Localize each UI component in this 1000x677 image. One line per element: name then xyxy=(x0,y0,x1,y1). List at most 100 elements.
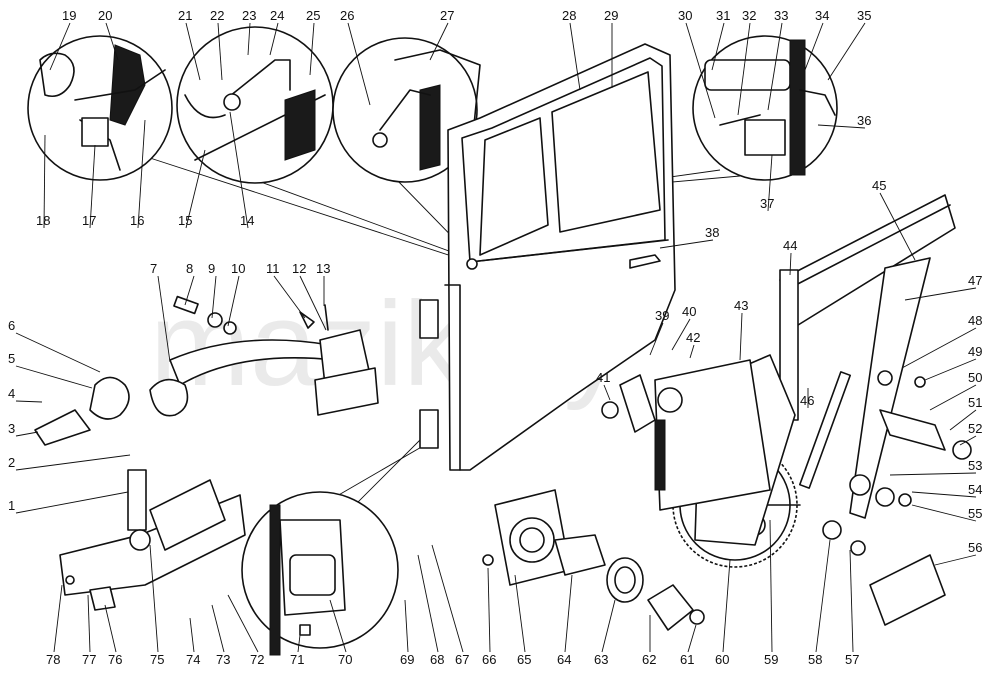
callout-leader-59 xyxy=(769,519,773,653)
callout-22: 22 xyxy=(210,8,224,23)
callout-23: 23 xyxy=(242,8,256,23)
callout-leader-66 xyxy=(487,567,491,653)
callout-10: 10 xyxy=(231,261,245,276)
callout-leader-23 xyxy=(247,22,251,56)
callout-leader-9 xyxy=(211,275,217,319)
callout-leader-4 xyxy=(15,400,43,403)
callout-leader-77 xyxy=(87,594,91,653)
callout-16: 16 xyxy=(130,213,144,228)
callout-73: 73 xyxy=(216,652,230,667)
callout-58: 58 xyxy=(808,652,822,667)
callout-leader-7 xyxy=(157,275,171,363)
callout-leader-57 xyxy=(849,549,854,653)
callout-56: 56 xyxy=(968,540,982,555)
callout-8: 8 xyxy=(186,261,193,276)
callout-leader-35 xyxy=(827,22,866,81)
callout-leader-73 xyxy=(211,604,225,653)
callout-leader-43 xyxy=(739,312,743,361)
callout-42: 42 xyxy=(686,330,700,345)
callout-leader-32 xyxy=(737,22,751,116)
callout-19: 19 xyxy=(62,8,76,23)
callout-3: 3 xyxy=(8,421,15,436)
callout-leader-42 xyxy=(689,344,695,359)
lower-hinge xyxy=(59,469,246,611)
callout-leader-49 xyxy=(924,358,977,381)
callout-47: 47 xyxy=(968,273,982,288)
callout-leader-78 xyxy=(53,584,63,653)
callout-leader-16 xyxy=(137,119,146,229)
callout-leader-37 xyxy=(767,154,773,212)
callout-27: 27 xyxy=(440,8,454,23)
callout-leader-47 xyxy=(904,287,977,301)
callout-76: 76 xyxy=(108,652,122,667)
callout-59: 59 xyxy=(764,652,778,667)
callout-leader-67 xyxy=(431,544,464,653)
callout-leader-50 xyxy=(929,384,977,411)
callout-34: 34 xyxy=(815,8,829,23)
callout-leader-75 xyxy=(149,544,159,653)
callout-2: 2 xyxy=(8,455,15,470)
callout-leader-28 xyxy=(569,22,581,91)
callout-21: 21 xyxy=(178,8,192,23)
callout-11: 11 xyxy=(266,261,280,276)
callout-leader-70 xyxy=(329,599,347,653)
callout-leader-20 xyxy=(105,22,119,61)
callout-48: 48 xyxy=(968,313,982,328)
callout-leader-26 xyxy=(347,22,371,106)
callout-leader-65 xyxy=(514,574,526,653)
callout-70: 70 xyxy=(338,652,352,667)
callout-leader-36 xyxy=(817,124,866,129)
callout-leader-33 xyxy=(767,22,783,111)
callout-52: 52 xyxy=(968,421,982,436)
callout-leader-40 xyxy=(671,318,691,351)
callout-13: 13 xyxy=(316,261,330,276)
callout-25: 25 xyxy=(306,8,320,23)
callout-29: 29 xyxy=(604,8,618,23)
callout-55: 55 xyxy=(968,506,982,521)
callout-69: 69 xyxy=(400,652,414,667)
callout-leader-15 xyxy=(185,149,206,229)
callout-leader-41 xyxy=(603,384,611,401)
right-fasteners xyxy=(822,370,972,626)
callout-68: 68 xyxy=(430,652,444,667)
callout-leader-45 xyxy=(879,192,916,261)
callout-53: 53 xyxy=(968,458,982,473)
callout-leader-51 xyxy=(949,409,977,431)
callout-leader-48 xyxy=(901,327,977,369)
callout-leader-1 xyxy=(15,491,129,514)
detail-circle-lock-striker xyxy=(692,35,838,181)
callout-66: 66 xyxy=(482,652,496,667)
callout-leader-63 xyxy=(601,599,616,653)
callout-77: 77 xyxy=(82,652,96,667)
callout-46: 46 xyxy=(800,393,814,408)
callout-41: 41 xyxy=(596,370,610,385)
callout-33: 33 xyxy=(774,8,788,23)
callout-leader-72 xyxy=(227,594,259,653)
callout-20: 20 xyxy=(98,8,112,23)
callout-leader-44 xyxy=(789,252,792,276)
detail-circle-inner-handle xyxy=(176,26,334,184)
callout-44: 44 xyxy=(783,238,797,253)
callout-leader-34 xyxy=(804,22,824,71)
callout-leader-71 xyxy=(297,634,301,653)
callout-38: 38 xyxy=(705,225,719,240)
door-panel xyxy=(419,43,676,471)
callout-32: 32 xyxy=(742,8,756,23)
callout-1: 1 xyxy=(8,498,15,513)
callout-39: 39 xyxy=(655,308,669,323)
callout-61: 61 xyxy=(680,652,694,667)
callout-18: 18 xyxy=(36,213,50,228)
door-check-strap xyxy=(34,295,379,446)
callout-leader-58 xyxy=(815,539,831,653)
callout-leader-21 xyxy=(185,22,201,81)
callout-35: 35 xyxy=(857,8,871,23)
callout-31: 31 xyxy=(716,8,730,23)
callout-5: 5 xyxy=(8,351,15,366)
regulator-bracket xyxy=(601,359,771,511)
callout-30: 30 xyxy=(678,8,692,23)
callout-54: 54 xyxy=(968,482,982,497)
callout-67: 67 xyxy=(455,652,469,667)
callout-leader-74 xyxy=(189,617,195,653)
callout-leader-39 xyxy=(649,322,664,356)
